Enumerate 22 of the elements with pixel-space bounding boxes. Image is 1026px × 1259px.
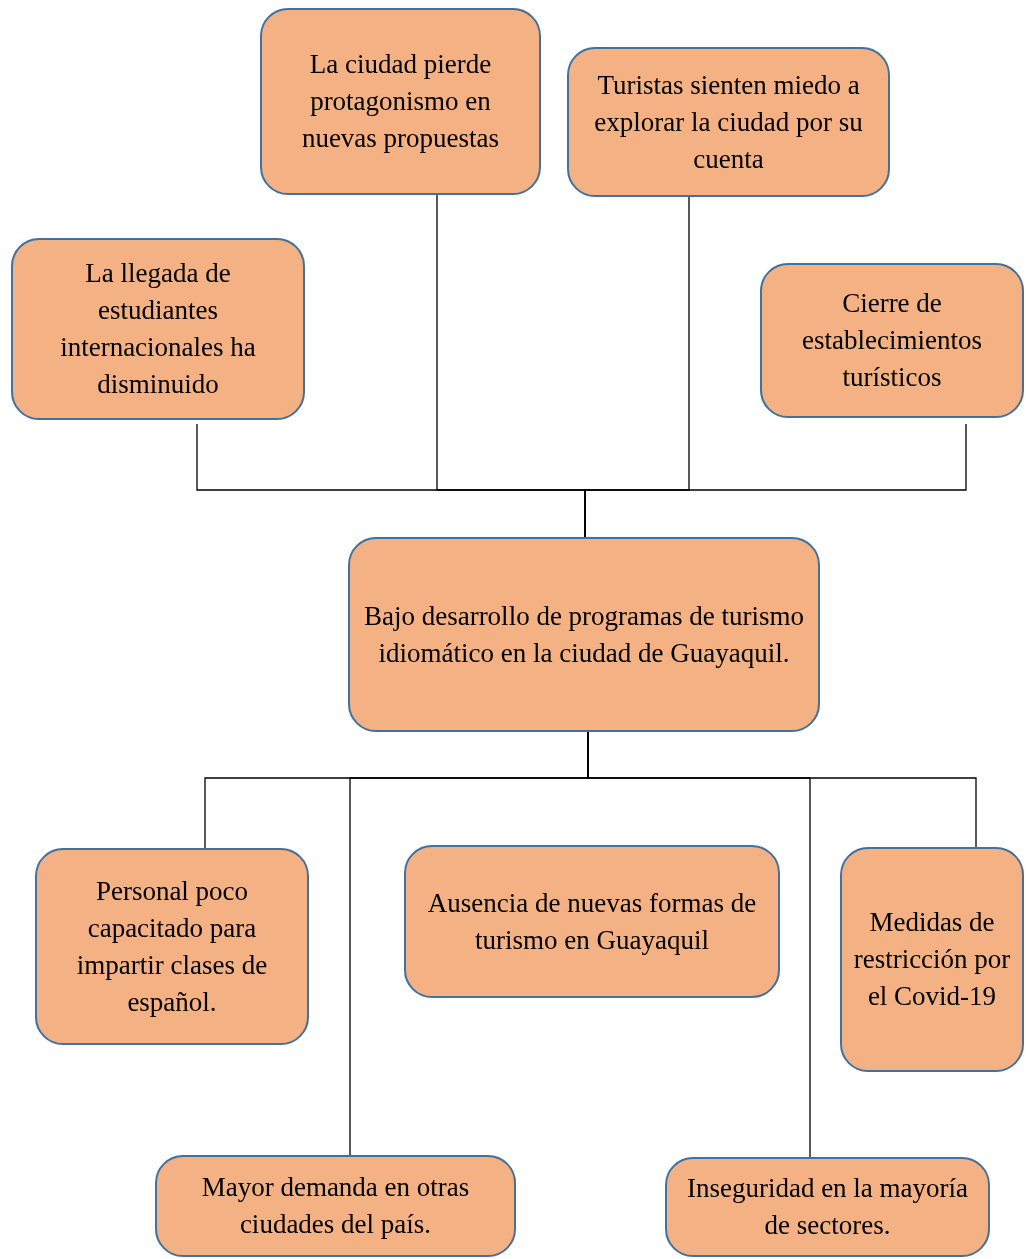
rounded-box (155, 1155, 516, 1257)
node-text: La ciudad pierde protagonismo en nuevas propuestas (300, 48, 501, 155)
rounded-box (35, 848, 309, 1045)
node-text: La llegada de estudiantes internacionales ha disminuido (59, 257, 257, 401)
node-text: Personal poco capacitado para impartir clases de español. (75, 874, 269, 1019)
connector-line (584, 423, 967, 538)
node-text: Mayor demanda en otras ciudades del país. (200, 1171, 471, 1241)
rounded-box (665, 1157, 990, 1257)
rounded-box (840, 847, 1024, 1072)
rounded-box (760, 263, 1024, 418)
node-text: Medidas de restricción por el Covid-19 (852, 906, 1012, 1013)
rounded-box (260, 8, 541, 195)
node-text: Inseguridad en la mayoría de sectores. (685, 1172, 970, 1242)
node-text: Turistas sienten miedo a explorar la ciudad por su cuenta (593, 68, 864, 176)
node-text: Ausencia de nuevas formas de turismo en Guayaquil (426, 886, 758, 957)
rounded-box (404, 845, 780, 998)
rounded-box (567, 47, 890, 197)
connector-line (587, 731, 977, 848)
rounded-box (348, 537, 820, 732)
node-text: Cierre de establecimientos turísticos (801, 287, 983, 394)
node-text: Bajo desarrollo de programas de turismo idiomático en la ciudad de Guayaquil. (362, 599, 806, 670)
rounded-box (11, 238, 305, 420)
